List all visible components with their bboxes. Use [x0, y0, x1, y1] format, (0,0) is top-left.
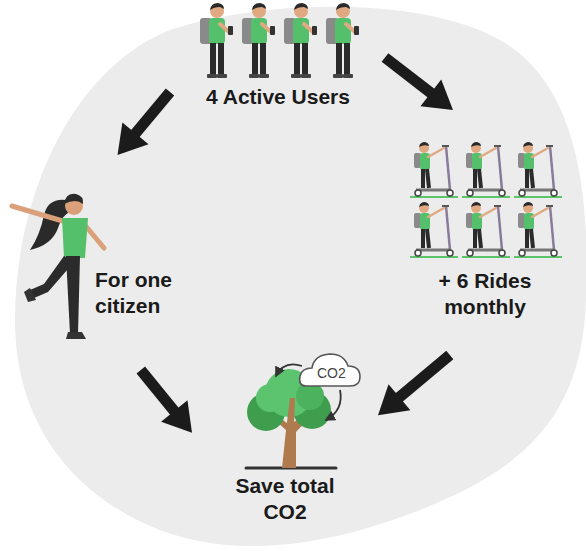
flow-arrow: [378, 355, 450, 415]
user-figures: [200, 3, 359, 78]
flow-arrow: [385, 58, 453, 111]
flow-arrow: [118, 92, 170, 155]
background-blob: [15, 7, 586, 546]
step-label: + 6 Rides monthly: [410, 268, 560, 321]
step-node: 4 Active Users: [170, 0, 385, 115]
arrow-head: [161, 400, 192, 432]
arrow-head: [118, 123, 149, 155]
citizen-figure: [12, 194, 104, 339]
arrow-shaft: [396, 355, 449, 400]
arrow-head: [420, 79, 453, 110]
step-label: For one citizen: [95, 267, 195, 320]
arrow-shaft: [133, 92, 170, 137]
step-node: For one citizen: [5, 155, 199, 370]
arrow-head: [378, 384, 410, 415]
arrow-shaft: [385, 58, 434, 96]
cloud-label: CO2: [317, 366, 346, 380]
step-node: Save total CO2: [192, 345, 378, 540]
rider-figures: [410, 142, 562, 257]
tree-figure: [246, 354, 360, 468]
arrow-shaft: [141, 370, 177, 414]
step-label: Save total CO2: [215, 473, 355, 526]
step-label: 4 Active Users: [206, 84, 350, 110]
step-node: + 6 Rides monthly: [405, 110, 565, 355]
flow-arrow: [141, 370, 192, 433]
